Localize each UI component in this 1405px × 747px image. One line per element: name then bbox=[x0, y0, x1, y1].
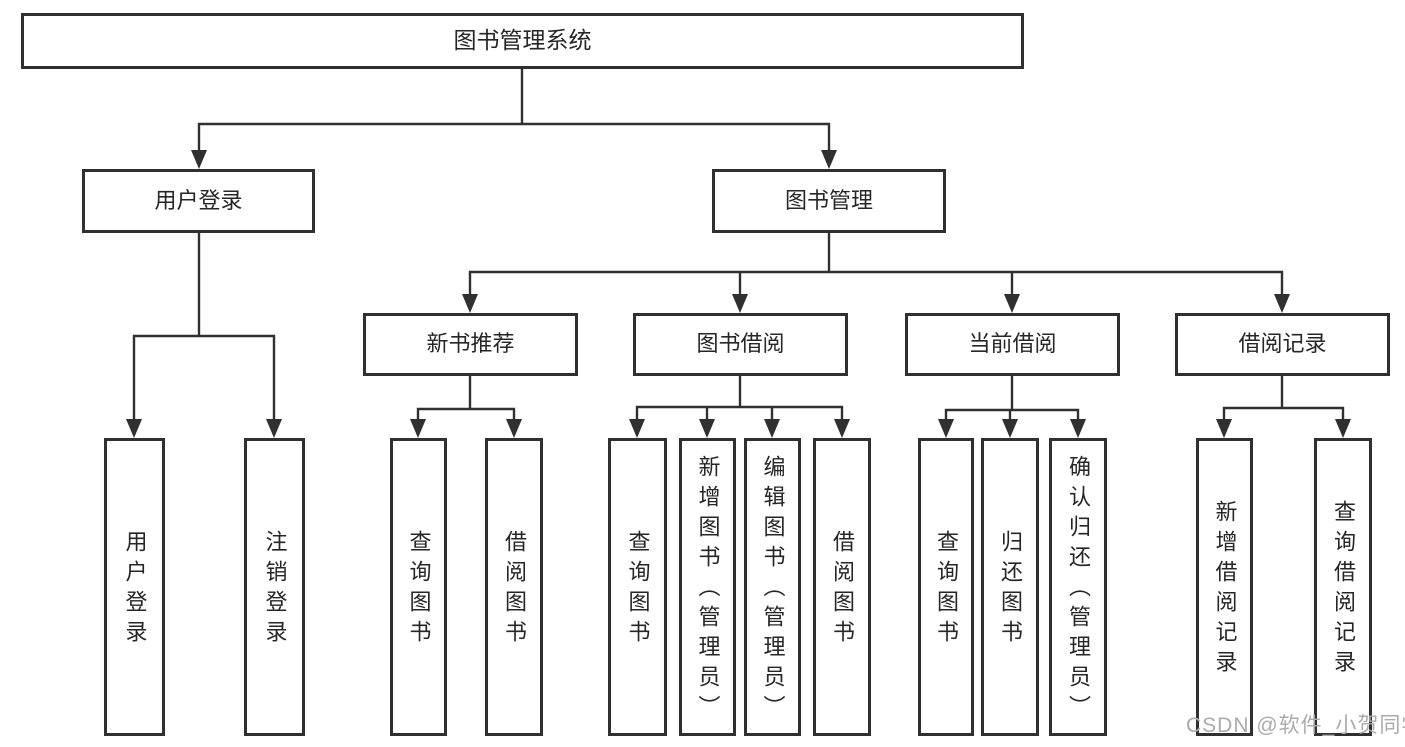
node-label: 查询借阅记录 bbox=[1331, 500, 1356, 680]
node-label: 借阅图书 bbox=[502, 530, 527, 650]
node-leaf-query-books-2: 查询图书 bbox=[608, 438, 667, 736]
node-book-management: 图书管理 bbox=[712, 169, 946, 233]
node-leaf-add-borrow-record: 新增借阅记录 bbox=[1196, 438, 1253, 736]
node-leaf-borrow-books-1: 借阅图书 bbox=[485, 438, 543, 736]
node-label: 新增图书（管理员） bbox=[695, 455, 721, 725]
node-book-borrowing: 图书借阅 bbox=[633, 313, 848, 376]
node-label: 查询图书 bbox=[406, 530, 432, 650]
node-label: 归还图书 bbox=[998, 530, 1023, 650]
node-borrowing-records: 借阅记录 bbox=[1175, 313, 1390, 376]
node-label: 查询图书 bbox=[625, 530, 651, 650]
node-label: 新书推荐 bbox=[426, 331, 515, 357]
node-label: 图书管理系统 bbox=[453, 27, 592, 54]
node-new-book-recommend: 新书推荐 bbox=[363, 313, 578, 376]
node-label: 查询图书 bbox=[934, 530, 959, 650]
node-label: 用户登录 bbox=[154, 187, 243, 213]
node-label: 用户登录 bbox=[122, 530, 148, 650]
node-label: 新增借阅记录 bbox=[1212, 500, 1238, 680]
node-leaf-query-borrow-record: 查询借阅记录 bbox=[1314, 438, 1372, 736]
node-leaf-borrow-books-2: 借阅图书 bbox=[813, 438, 871, 736]
node-label: 借阅记录 bbox=[1238, 331, 1327, 357]
node-label: 编辑图书（管理员） bbox=[760, 455, 786, 725]
node-user-login: 用户登录 bbox=[82, 169, 315, 233]
node-leaf-add-books-admin: 新增图书（管理员） bbox=[679, 438, 736, 736]
node-label: 图书借阅 bbox=[696, 331, 785, 357]
node-label: 借阅图书 bbox=[830, 530, 855, 650]
watermark: CSDN @软件_小贺同学 bbox=[1186, 714, 1405, 737]
node-leaf-query-books-1: 查询图书 bbox=[390, 438, 447, 736]
node-label: 当前借阅 bbox=[968, 331, 1057, 357]
node-label: 注销登录 bbox=[262, 530, 288, 650]
node-root-system: 图书管理系统 bbox=[21, 13, 1024, 69]
node-label: 图书管理 bbox=[784, 187, 873, 213]
node-leaf-edit-books-admin: 编辑图书（管理员） bbox=[744, 438, 801, 736]
node-leaf-query-books-3: 查询图书 bbox=[918, 438, 974, 736]
node-leaf-return-books: 归还图书 bbox=[981, 438, 1039, 736]
arrowheads bbox=[126, 150, 1351, 438]
node-leaf-confirm-return-admin: 确认归还（管理员） bbox=[1049, 438, 1107, 736]
node-leaf-logout: 注销登录 bbox=[244, 438, 305, 736]
node-label: 确认归还（管理员） bbox=[1066, 455, 1091, 725]
node-current-borrowing: 当前借阅 bbox=[905, 313, 1120, 376]
node-leaf-user-login: 用户登录 bbox=[104, 438, 165, 736]
